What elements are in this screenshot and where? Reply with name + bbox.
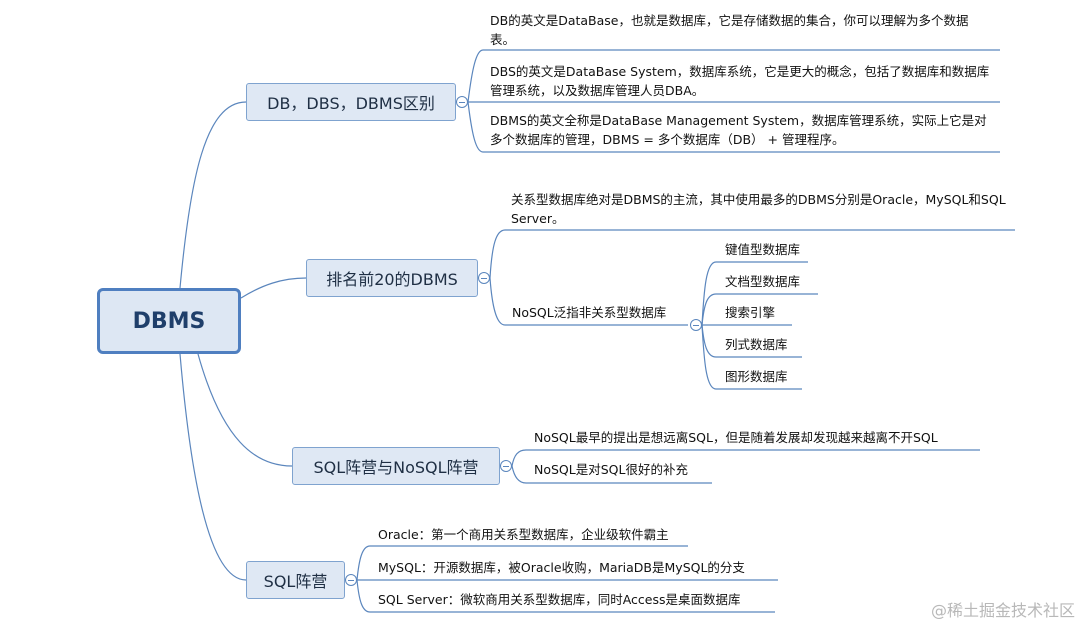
leaf-db-definition[interactable]: DB的英文是DataBase，也就是数据库，它是存储数据的集合，你可以理解为多个… [490, 13, 969, 47]
branch-db-dbs-dbms[interactable]: DB，DBS，DBMS区别 [246, 83, 456, 121]
connector-b3-l2 [511, 465, 712, 484]
leaf-dbs-definition[interactable]: DBS的英文是DataBase System，数据库系统，它是更大的概念，包括了… [490, 64, 990, 98]
connector-b4-l3 [356, 579, 775, 613]
leaf-mysql[interactable]: MySQL：开源数据库，被Oracle收购，MariaDB是MySQL的分支 [378, 560, 745, 575]
leaf-key-value-db[interactable]: 键值型数据库 [725, 242, 801, 257]
leaf-dbms-definition[interactable]: DBMS的英文全称是DataBase Management System，数据库… [490, 113, 987, 147]
leaf-nosql[interactable]: NoSQL泛指非关系型数据库 [512, 305, 667, 320]
collapse-toggle-icon[interactable] [478, 272, 490, 284]
connector-root-b2 [240, 277, 307, 299]
connector-root-b3 [197, 353, 293, 467]
leaf-sql-server[interactable]: SQL Server：微软商用关系型数据库，同时Access是桌面数据库 [378, 592, 741, 607]
connector-b3-l1 [511, 449, 980, 467]
connector-b1-l1 [467, 49, 1000, 103]
leaf-graph-db[interactable]: 图形数据库 [725, 369, 788, 384]
connector-b2-l2 [489, 277, 688, 326]
collapse-toggle-icon[interactable] [500, 460, 512, 472]
connector-b1-l3 [467, 101, 1000, 153]
branch-sql-camp[interactable]: SQL阵营 [246, 561, 345, 599]
leaf-search-engine[interactable]: 搜索引擎 [725, 305, 776, 320]
leaf-nosql-supplement[interactable]: NoSQL是对SQL很好的补充 [534, 462, 688, 477]
collapse-toggle-icon[interactable] [345, 574, 357, 586]
branch-sql-vs-nosql[interactable]: SQL阵营与NoSQL阵营 [292, 447, 500, 485]
leaf-column-db[interactable]: 列式数据库 [725, 337, 788, 352]
leaf-document-db[interactable]: 文档型数据库 [725, 274, 801, 289]
branch-top20-dbms[interactable]: 排名前20的DBMS [306, 259, 478, 297]
connector-root-b4 [179, 353, 247, 581]
connector-b4-l1 [356, 545, 688, 581]
connector-n-c1 [701, 261, 808, 326]
collapse-toggle-icon[interactable] [456, 96, 468, 108]
connector-root-b1 [179, 101, 247, 289]
connector-n-c5 [701, 324, 802, 390]
connector-n-c2 [701, 293, 818, 326]
connector-b2-l1 [489, 229, 1015, 279]
watermark: @稀土掘金技术社区 [930, 601, 1075, 620]
leaf-oracle[interactable]: Oracle：第一个商用关系型数据库，企业级软件霸主 [378, 527, 669, 542]
collapse-toggle-icon[interactable] [690, 319, 702, 331]
leaf-nosql-origin[interactable]: NoSQL最早的提出是想远离SQL，但是随着发展却发现越来越离不开SQL [534, 430, 938, 445]
root-node[interactable]: DBMS [97, 288, 241, 354]
leaf-relational-dbms[interactable]: 关系型数据库绝对是DBMS的主流，其中使用最多的DBMS分别是Oracle，My… [511, 192, 1006, 226]
